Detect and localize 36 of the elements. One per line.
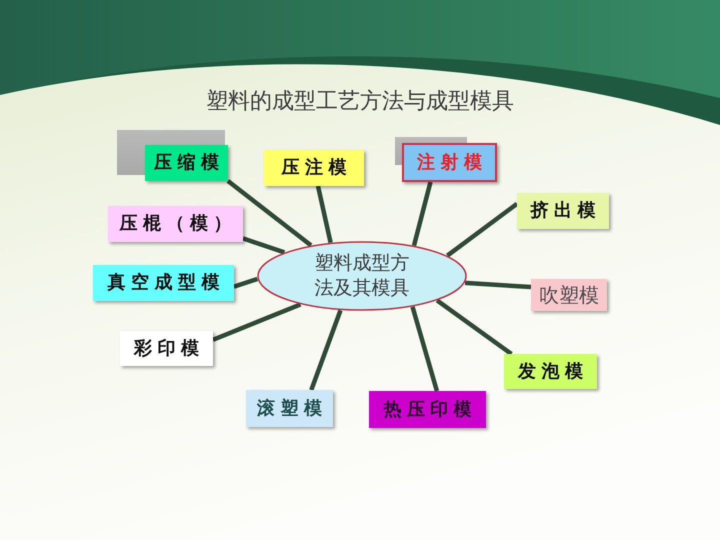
mold-type-box xyxy=(531,279,607,311)
connector-line xyxy=(242,236,286,255)
mold-type-box xyxy=(264,150,364,186)
mold-type-box xyxy=(504,354,597,389)
mold-type-label: 真空成型模 xyxy=(106,272,225,294)
hub-label: 塑料成型方法及其模具 xyxy=(314,251,410,301)
mold-type-label: 滚塑模 xyxy=(256,398,328,420)
connector-line xyxy=(410,306,440,392)
mold-type-box xyxy=(517,193,609,229)
slide-title: 塑料的成型工艺方法与成型模具 xyxy=(206,89,514,114)
mold-type-label: 挤出模 xyxy=(529,200,601,222)
mold-type-box xyxy=(108,206,243,242)
connector-line xyxy=(464,280,532,290)
connector-line xyxy=(233,276,258,289)
mold-type-label: 吹塑模 xyxy=(539,283,599,307)
hub-ellipse xyxy=(257,241,467,311)
connector-line xyxy=(212,302,302,342)
mold-type-label: 注射模 xyxy=(416,152,488,174)
connector-line xyxy=(226,179,312,248)
mold-type-label: 发泡模 xyxy=(516,360,588,382)
mold-type-label: 压缩模 xyxy=(152,152,224,174)
mold-type-label: 压棍（模） xyxy=(118,213,237,235)
mold-type-box xyxy=(402,143,497,182)
mold-type-box xyxy=(93,265,234,301)
mold-type-label: 热压印模 xyxy=(382,398,477,420)
mold-type-label: 压注模 xyxy=(280,157,352,179)
mold-type-box xyxy=(145,145,228,181)
connector-line xyxy=(446,202,518,258)
connector-line xyxy=(309,310,343,391)
connector-line xyxy=(436,298,513,356)
mold-type-label: 彩印模 xyxy=(132,338,204,360)
mold-type-box xyxy=(369,391,486,428)
mold-type-box xyxy=(120,331,213,366)
mold-type-box xyxy=(246,390,333,427)
connector-line xyxy=(412,181,433,246)
connector-line xyxy=(316,186,333,244)
